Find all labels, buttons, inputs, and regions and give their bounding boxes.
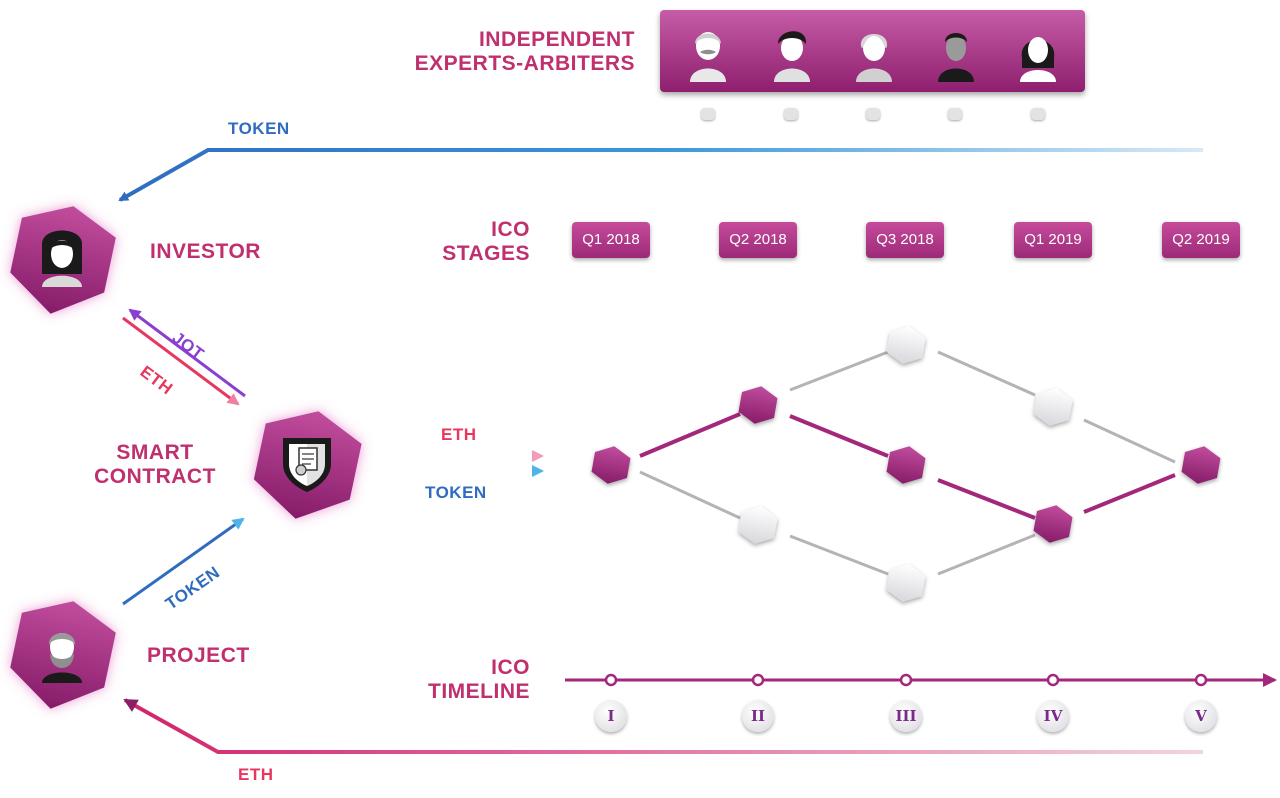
ico-stages-label-line2: STAGES	[442, 242, 530, 265]
grey-hair-avatar-icon	[856, 34, 892, 82]
stage-q3-2018: Q3 2018	[866, 222, 944, 258]
eth-return-label: ETH	[238, 765, 274, 784]
token-to-stages-label: TOKEN	[425, 483, 487, 502]
timeline-marker-4: IV	[1037, 700, 1069, 732]
timeline-marker-1: I	[595, 700, 627, 732]
stage-node-q1-2018	[591, 446, 631, 484]
ico-timeline-label-line1: ICO	[491, 656, 530, 679]
path-purple-connectors	[639, 412, 1176, 520]
experts-title: INDEPENDENT EXPERTS-ARBITERS	[400, 28, 635, 76]
timeline-ticks	[604, 673, 1208, 687]
project-label: PROJECT	[147, 644, 250, 667]
eth-return-line	[123, 698, 1203, 754]
experts-panel	[660, 10, 1085, 92]
stage-node-q1-2019-up	[1033, 388, 1073, 426]
token-return-line	[118, 148, 1203, 202]
stage-q1-2018: Q1 2018	[572, 222, 650, 258]
timeline-marker-2: II	[742, 700, 774, 732]
investor-label: INVESTOR	[150, 240, 261, 263]
timeline-marker-3: III	[890, 700, 922, 732]
ico-stages-label-line1: ICO	[491, 218, 530, 241]
timeline-marker-5: V	[1185, 700, 1217, 732]
experts-title-line1: INDEPENDENT	[478, 28, 635, 51]
smart-contract-label-line2: CONTRACT	[94, 465, 216, 488]
young-man-avatar-icon	[774, 31, 810, 82]
stage-q1-2019: Q1 2019	[1014, 222, 1092, 258]
shield-document-icon	[283, 438, 331, 492]
ico-timeline-label-line2: TIMELINE	[428, 680, 530, 703]
smart-contract-label-line1: SMART	[116, 441, 194, 464]
stage-node-q2-2019	[1181, 446, 1221, 484]
speech-bubble-icon	[701, 108, 715, 120]
smart-contract-label: SMART CONTRACT	[80, 441, 230, 489]
woman-avatar-icon	[42, 230, 82, 287]
stage-node-q3-2018-top	[886, 326, 926, 364]
stage-q2-2019: Q2 2019	[1162, 222, 1240, 258]
jot-arrow	[128, 308, 246, 398]
man-avatar-icon	[938, 33, 974, 82]
eth-investor-arrow	[122, 316, 240, 406]
speech-bubble-icon	[1031, 108, 1045, 120]
eth-to-stages-label: ETH	[441, 425, 477, 444]
path-grey-connectors	[639, 350, 1176, 576]
ico-timeline-label: ICO TIMELINE	[410, 656, 530, 704]
speech-bubble-icon	[866, 108, 880, 120]
stage-q2-2018: Q2 2018	[719, 222, 797, 258]
old-man-avatar-icon	[690, 32, 726, 82]
speech-bubble-icon	[948, 108, 962, 120]
stage-node-q2-2018-up	[738, 386, 778, 424]
bearded-man-avatar-icon	[42, 633, 82, 683]
stage-node-q3-2018-bottom	[886, 564, 926, 602]
stage-node-q2-2018-down	[738, 506, 778, 544]
stage-node-q3-2018-mid	[886, 446, 926, 484]
ico-stages-label: ICO STAGES	[420, 218, 530, 266]
stage-node-q1-2019-down	[1033, 505, 1073, 543]
experts-title-line2: EXPERTS-ARBITERS	[414, 52, 635, 75]
woman-avatar-icon	[1020, 37, 1056, 82]
token-return-label: TOKEN	[228, 119, 290, 138]
token-project-arrow	[122, 517, 245, 606]
speech-bubble-icon	[784, 108, 798, 120]
